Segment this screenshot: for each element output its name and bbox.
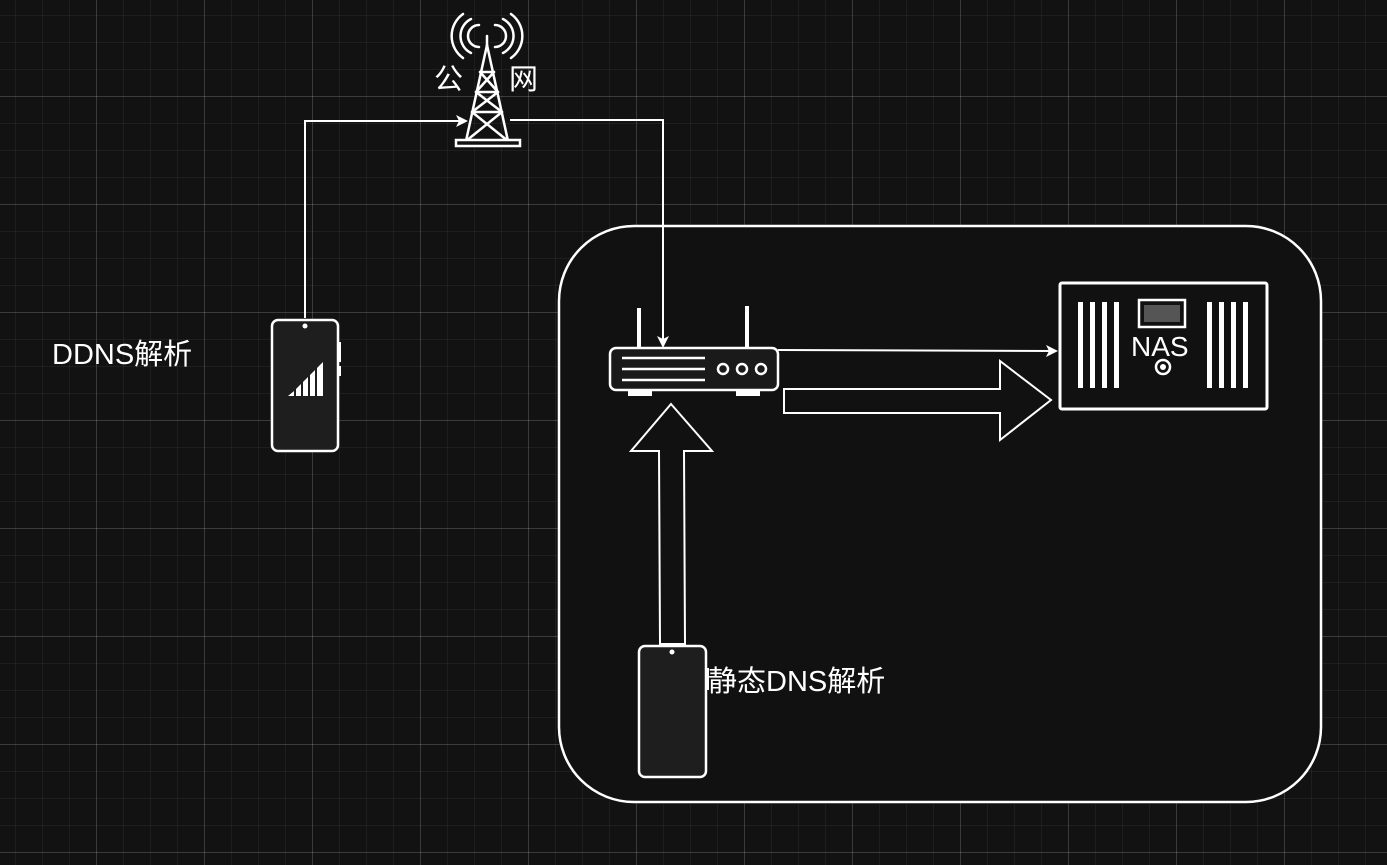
cell-tower-icon[interactable]: [450, 12, 524, 148]
connector-phone-to-tower[interactable]: [304, 115, 468, 318]
connector-router-to-nas[interactable]: [777, 344, 1058, 357]
smartphone-signal-icon[interactable]: [270, 318, 341, 453]
public-network-label-part1[interactable]: 公: [434, 64, 464, 96]
connector-tower-to-router[interactable]: [510, 119, 669, 348]
nas-server-icon[interactable]: [1058, 281, 1269, 411]
router-icon[interactable]: [608, 306, 780, 396]
smartphone-icon[interactable]: [637, 644, 709, 779]
static-dns-label[interactable]: 静态DNS解析: [708, 666, 886, 698]
nas-label[interactable]: NAS: [1131, 331, 1189, 362]
block-arrow-right[interactable]: [783, 358, 1053, 443]
public-network-label-part2[interactable]: 网: [509, 64, 539, 96]
ddns-label[interactable]: DDNS解析: [52, 339, 193, 371]
block-arrow-up[interactable]: [628, 402, 715, 645]
